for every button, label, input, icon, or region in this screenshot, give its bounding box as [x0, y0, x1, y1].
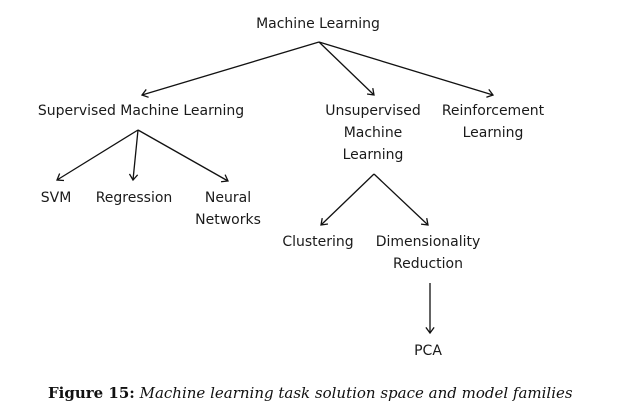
arrowhead-icon	[320, 217, 329, 226]
caption-label: Figure 15:	[48, 384, 135, 402]
edge-unsupervised-to-clustering	[320, 173, 375, 226]
arrowhead-icon	[486, 89, 495, 98]
edge-ml-to-unsupervised	[318, 41, 375, 96]
edge-unsupervised-to-dimred	[373, 173, 429, 226]
node-unsupervised-learning: Unsupervised Machine Learning	[325, 103, 421, 163]
edge-supervised-to-svm	[56, 129, 139, 182]
node-clustering: Clustering	[282, 234, 354, 250]
node-reinforcement-learning: Reinforcement Learning	[441, 103, 545, 141]
node-dimensionality-reduction: Dimensionality Reduction	[375, 234, 481, 272]
node-pca: PCA	[414, 343, 442, 359]
arrowhead-icon	[220, 174, 229, 183]
node-machine-learning: Machine Learning	[256, 16, 380, 32]
edge-supervised-to-neural	[137, 129, 229, 183]
node-regression: Regression	[95, 190, 173, 206]
edge-line	[132, 129, 139, 181]
edge-dimred-to-pca	[425, 283, 435, 335]
edge-line	[318, 41, 494, 96]
caption-text: Machine learning task solution space and…	[139, 384, 573, 402]
edge-line	[56, 129, 139, 181]
arrowhead-icon	[128, 173, 139, 182]
edge-line	[318, 41, 375, 96]
edge-line	[320, 173, 375, 226]
edge-ml-to-reinforcement	[318, 41, 495, 98]
node-supervised-learning: Supervised Machine Learning	[37, 103, 245, 119]
arrowhead-icon	[366, 87, 375, 96]
node-neural-networks: Neural Networks	[195, 190, 261, 228]
edge-line	[141, 41, 320, 96]
arrowhead-icon	[140, 89, 149, 98]
edge-ml-to-supervised	[140, 41, 320, 98]
arrowhead-icon	[56, 173, 65, 182]
figure-caption: Figure 15: Machine learning task solutio…	[48, 384, 573, 402]
edge-line	[137, 129, 229, 182]
arrowhead-icon	[420, 218, 429, 226]
edge-line	[373, 173, 429, 226]
arrowhead-icon	[425, 326, 435, 335]
edge-supervised-to-regression	[128, 129, 139, 182]
node-svm: SVM	[40, 190, 72, 206]
